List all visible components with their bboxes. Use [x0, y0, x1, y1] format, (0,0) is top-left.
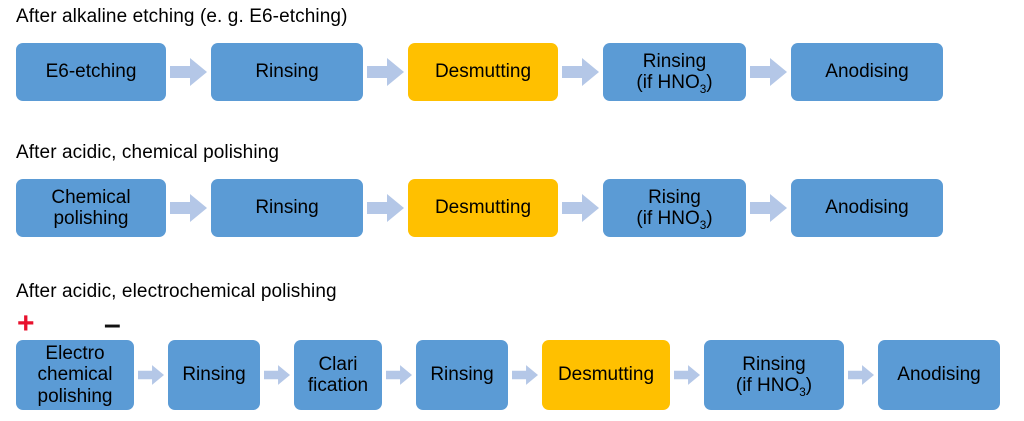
process-node-rinsing-3a[interactable]: Rinsing: [168, 340, 260, 410]
process-node-label: Anodising: [825, 61, 909, 83]
flow-arrow-icon: [382, 364, 416, 386]
process-node-label: Rising (if HNO3): [636, 186, 713, 232]
node-line-2-pre: (if HNO: [735, 375, 800, 396]
process-node-anodising-3[interactable]: Anodising: [878, 340, 1000, 410]
process-node-rinsing-hno3-3[interactable]: Rinsing (if HNO3): [704, 340, 844, 410]
process-node-anodising-2[interactable]: Anodising: [791, 179, 943, 237]
process-node-label: Rinsing: [255, 197, 319, 219]
node-subscript: 3: [699, 82, 707, 96]
process-node-rinsing-1[interactable]: Rinsing: [211, 43, 363, 101]
node-line-2-pre: (if HNO: [636, 72, 700, 93]
process-node-anodising[interactable]: Anodising: [791, 43, 943, 101]
process-node-rinsing-hno3[interactable]: Rinsing (if HNO3): [603, 43, 746, 101]
process-node-rising-hno3[interactable]: Rising (if HNO3): [603, 179, 746, 237]
process-node-label: Desmutting: [557, 364, 655, 386]
process-node-label: Rinsing: [255, 61, 319, 83]
node-subscript: 3: [699, 218, 707, 232]
process-node-rinsing-3b[interactable]: Rinsing: [416, 340, 508, 410]
flow-arrow-icon: [134, 364, 168, 386]
flow-arrow-icon: [260, 364, 294, 386]
process-node-e6-etching[interactable]: E6-etching: [16, 43, 166, 101]
flow-row-electrochemical-polishing: Electro chemical polishing Rinsing Clari…: [16, 340, 1000, 410]
node-line-2-post: ): [706, 72, 713, 93]
flow-arrow-icon: [746, 194, 791, 222]
process-node-label: Anodising: [825, 197, 909, 219]
flow-arrow-icon: [746, 58, 791, 86]
node-line-2-post: ): [805, 375, 813, 396]
process-node-label: Rinsing (if HNO3): [735, 353, 813, 399]
process-node-chemical-polishing[interactable]: Chemical polishing: [16, 179, 166, 237]
node-line-2: chemical: [37, 364, 113, 386]
flow-arrow-icon: [363, 58, 408, 86]
node-line-3: polishing: [37, 385, 113, 407]
flow-arrow-icon: [363, 194, 408, 222]
node-line-1: Rising: [648, 186, 701, 208]
process-node-label: Rinsing: [430, 364, 494, 386]
node-line-2: fication: [307, 375, 369, 396]
node-subscript: 3: [799, 385, 806, 399]
flow-arrow-icon: [558, 194, 603, 222]
process-node-label: Desmutting: [434, 61, 532, 83]
flow-arrow-icon: [166, 58, 211, 86]
node-line-1: Chemical: [51, 186, 131, 208]
node-line-2-post: ): [706, 208, 713, 229]
flow-arrow-icon: [508, 364, 542, 386]
flow-row-alkaline-etching: E6-etching Rinsing Desmutting Rinsing: [16, 42, 943, 102]
section-heading-chemical-polishing: After acidic, chemical polishing: [16, 142, 279, 163]
flow-arrow-icon: [558, 58, 603, 86]
node-line-1: Rinsing: [742, 353, 806, 375]
flow-arrow-icon: [166, 194, 211, 222]
process-node-label: Desmutting: [434, 197, 532, 219]
node-line-1: Electro: [45, 343, 105, 365]
process-node-label: Rinsing: [182, 364, 246, 386]
process-node-electrochemical-polishing[interactable]: Electro chemical polishing: [16, 340, 134, 410]
node-line-2-pre: (if HNO: [636, 208, 700, 229]
process-node-desmutting-3[interactable]: Desmutting: [542, 340, 670, 410]
node-line-1: Clari: [318, 353, 358, 375]
process-node-label: E6-etching: [45, 61, 137, 83]
process-node-desmutting[interactable]: Desmutting: [408, 43, 558, 101]
cathode-minus-marker: –: [104, 308, 121, 341]
process-node-desmutting-2[interactable]: Desmutting: [408, 179, 558, 237]
node-line-1: Rinsing: [642, 50, 707, 72]
flow-row-chemical-polishing: Chemical polishing Rinsing Desmutting: [16, 178, 943, 238]
process-node-rinsing-2[interactable]: Rinsing: [211, 179, 363, 237]
process-node-label: Chemical polishing: [51, 187, 130, 230]
process-node-label: Electro chemical polishing: [38, 343, 113, 407]
anode-plus-marker: +: [17, 307, 35, 340]
process-node-clarification[interactable]: Clari fication: [294, 340, 382, 410]
flow-arrow-icon: [670, 364, 704, 386]
process-node-label: Rinsing (if HNO3): [636, 50, 713, 96]
process-node-label: Clari fication: [308, 354, 368, 397]
node-line-2: polishing: [53, 208, 129, 229]
process-node-label: Anodising: [897, 364, 981, 386]
section-heading-alkaline-etching: After alkaline etching (e. g. E6-etching…: [16, 6, 348, 27]
section-heading-electrochemical-polishing: After acidic, electrochemical polishing: [16, 281, 337, 302]
flow-arrow-icon: [844, 364, 878, 386]
